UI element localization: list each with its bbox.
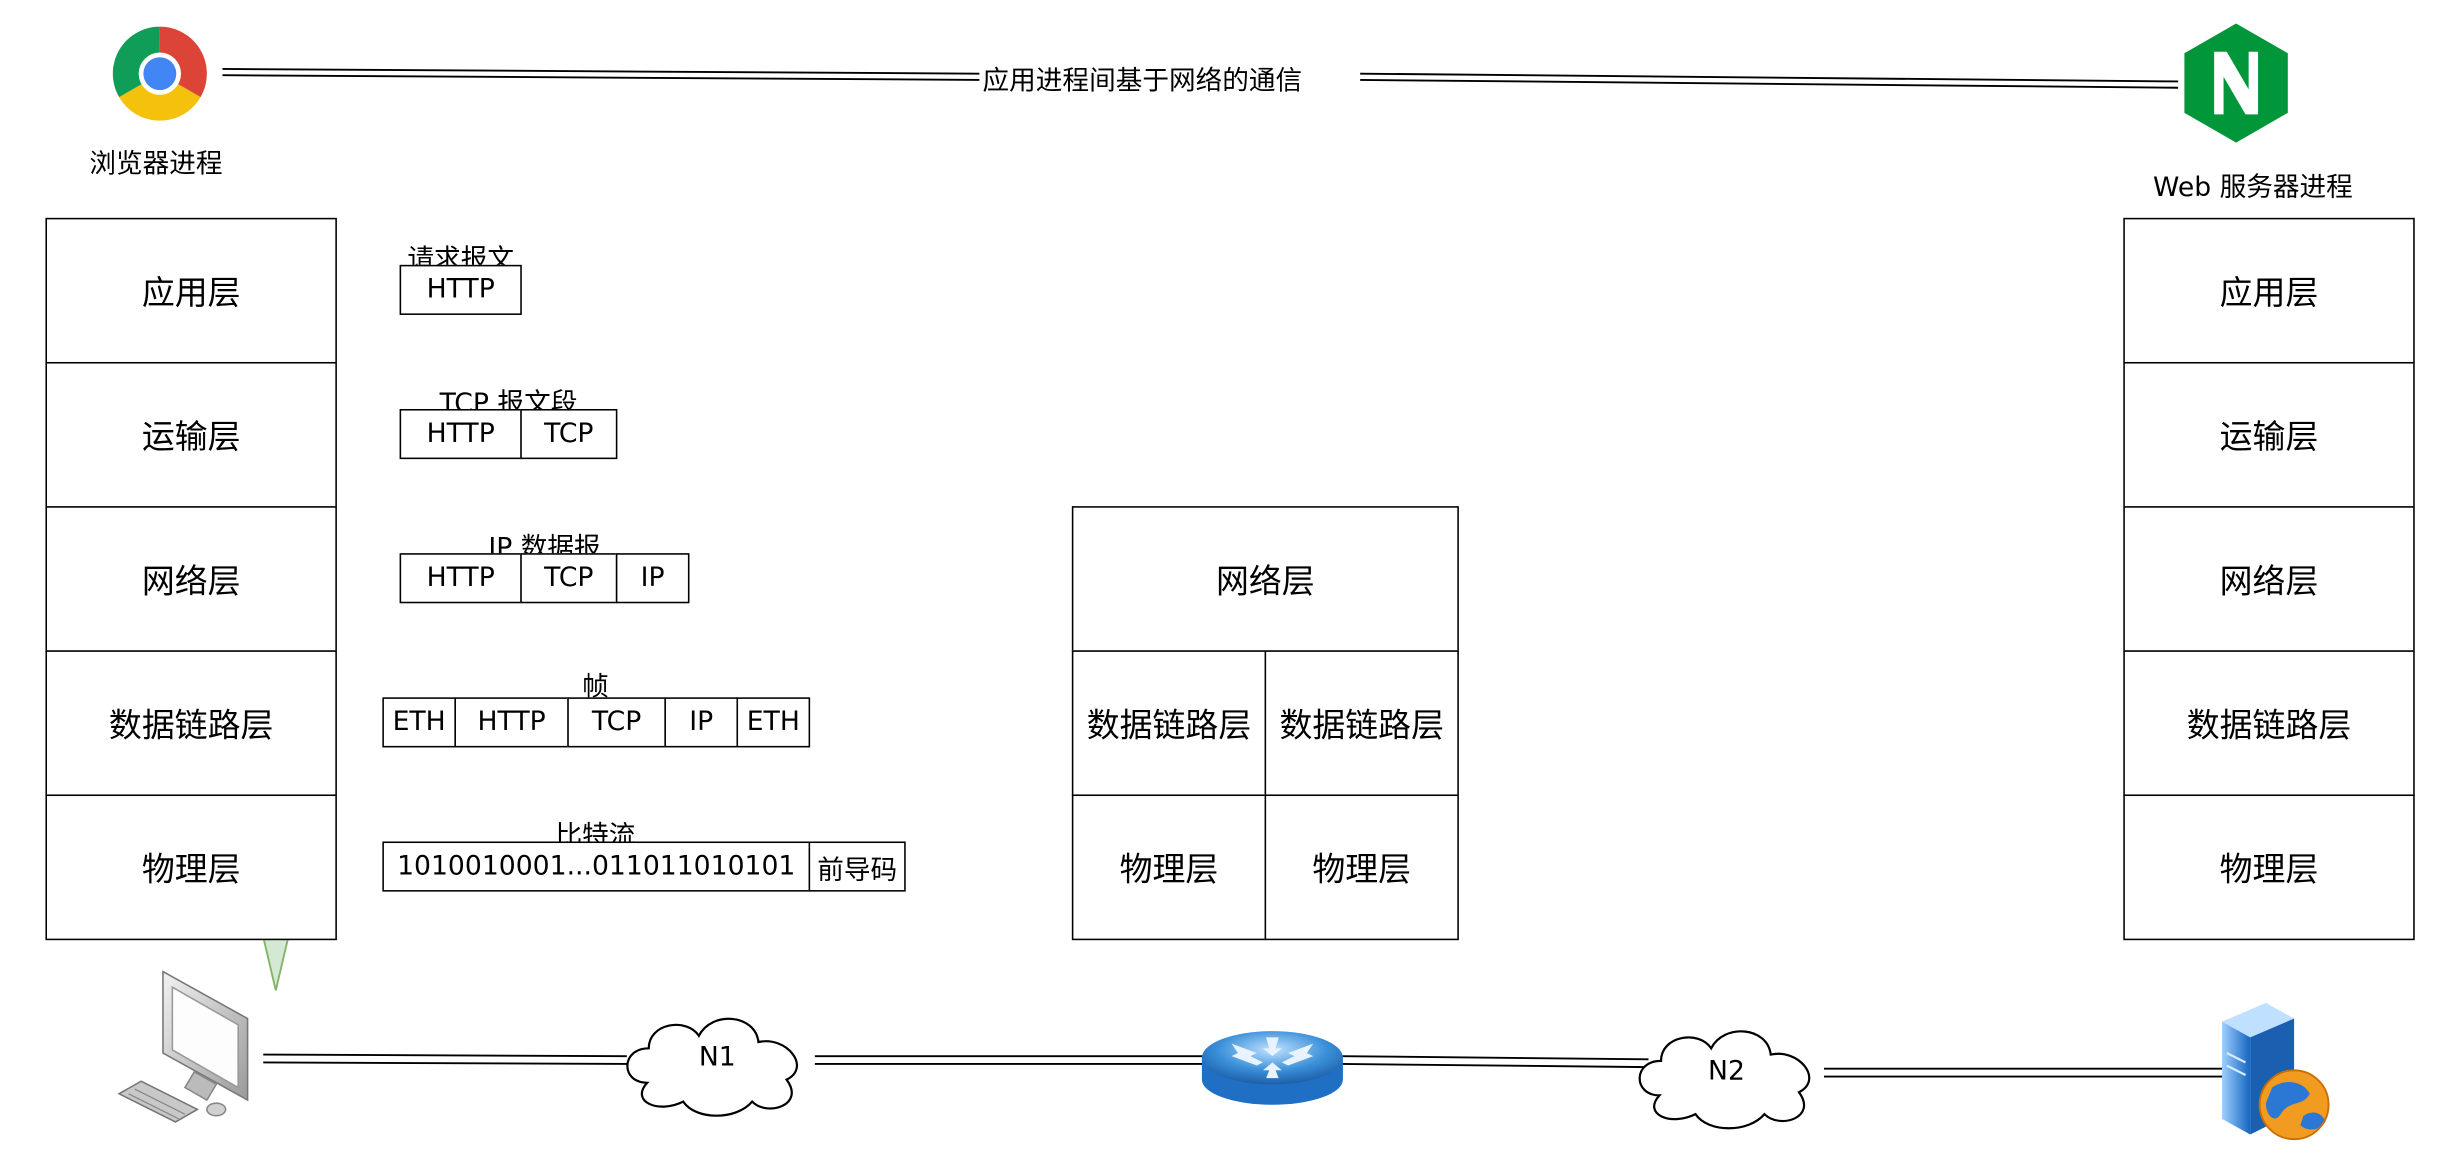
server-layer-transport: 运输层 (2123, 361, 2415, 508)
process-link-label: 应用进程间基于网络的通信 (982, 57, 1303, 98)
pdu-frame-eth-header: ETH (382, 697, 456, 748)
pdu-frame-tcp: TCP (567, 697, 666, 748)
pdu-network-tcp: TCP (520, 553, 618, 604)
client-layer-network: 网络层 (45, 506, 337, 652)
router-icon (1201, 1031, 1343, 1105)
cloud-icon-n2 (1638, 1030, 1811, 1130)
network-n2-label: N2 (1708, 1056, 1745, 1088)
server-layer-network: 网络层 (2123, 506, 2415, 652)
server-layer-physical: 物理层 (2123, 794, 2415, 941)
client-process-label: 浏览器进程 (89, 148, 223, 181)
pdu-network-ip: IP (615, 553, 690, 604)
pdu-frame-http: HTTP (454, 697, 569, 748)
pdu-bits: 1010010001...011011010101 (382, 841, 811, 892)
top-link-line (222, 68, 2179, 89)
network-n1-label: N1 (698, 1042, 736, 1074)
router-layer-physical-right: 物理层 (1264, 794, 1459, 941)
computer-icon (117, 970, 249, 1123)
client-layer-application: 应用层 (45, 217, 337, 364)
pdu-transport-tcp: TCP (520, 408, 618, 460)
router-layer-datalink-left: 数据链路层 (1071, 650, 1267, 797)
pdu-app-http: HTTP (399, 264, 522, 315)
pdu-preamble: 前导码 (808, 841, 906, 892)
router-layer-datalink-right: 数据链路层 (1264, 650, 1459, 797)
client-layer-datalink: 数据链路层 (45, 650, 337, 797)
client-layer-physical: 物理层 (45, 794, 337, 941)
client-layer-transport: 运输层 (45, 361, 337, 508)
pdu-frame-ip: IP (664, 697, 739, 748)
server-layer-application: 应用层 (2123, 217, 2415, 364)
server-process-label: Web 服务器进程 (2153, 172, 2353, 204)
chrome-icon (112, 26, 207, 121)
router-layer-physical-left: 物理层 (1071, 794, 1267, 941)
router-layer-network: 网络层 (1071, 506, 1459, 652)
server-layer-datalink: 数据链路层 (2123, 650, 2415, 797)
bottom-link-lines (263, 1053, 2223, 1078)
pdu-network-http: HTTP (399, 553, 522, 604)
nginx-icon (2184, 23, 2288, 143)
server-icon (2222, 1002, 2330, 1141)
cloud-icon-n1 (626, 1017, 799, 1117)
pdu-transport-http: HTTP (399, 408, 522, 460)
pdu-frame-eth-trailer: ETH (736, 697, 811, 748)
